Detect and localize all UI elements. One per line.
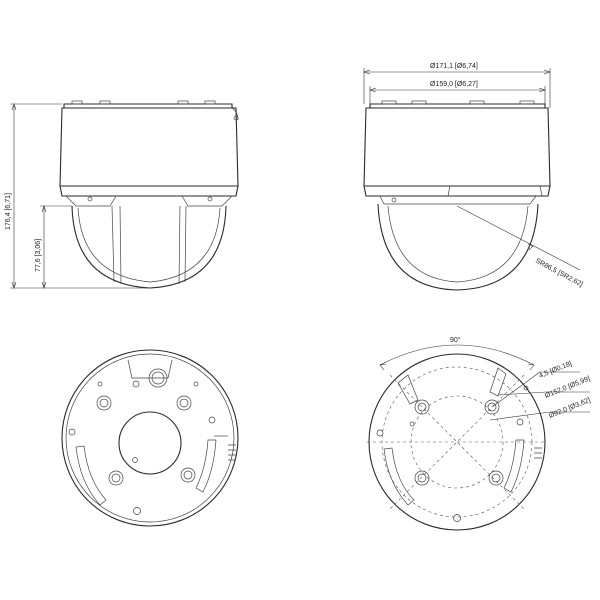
bottom-view [61,349,239,527]
bolt-circle-small-label: Ø92,0 [Ø3,62] [548,397,591,420]
front-side-view [10,100,239,289]
right-side-view [363,68,581,291]
mounting-template-view [367,344,590,531]
outer-diameter-label: Ø171,1 [Ø6,74] [430,63,478,70]
total-height-label: 176,4 [6,71] [5,193,12,230]
dome-radius-label: SR86,5 [SR2,62] [534,258,584,289]
bolt-circle-large-label: Ø152,0 [Ø5,99] [544,375,591,399]
angle-label: 90° [450,336,461,344]
inner-diameter-label: Ø159,0 [Ø6,27] [430,81,478,88]
dome-height-label: 77,6 [3,06] [35,239,42,272]
hole-diameter-label: 4,5 [Ø0,18] [538,360,573,379]
